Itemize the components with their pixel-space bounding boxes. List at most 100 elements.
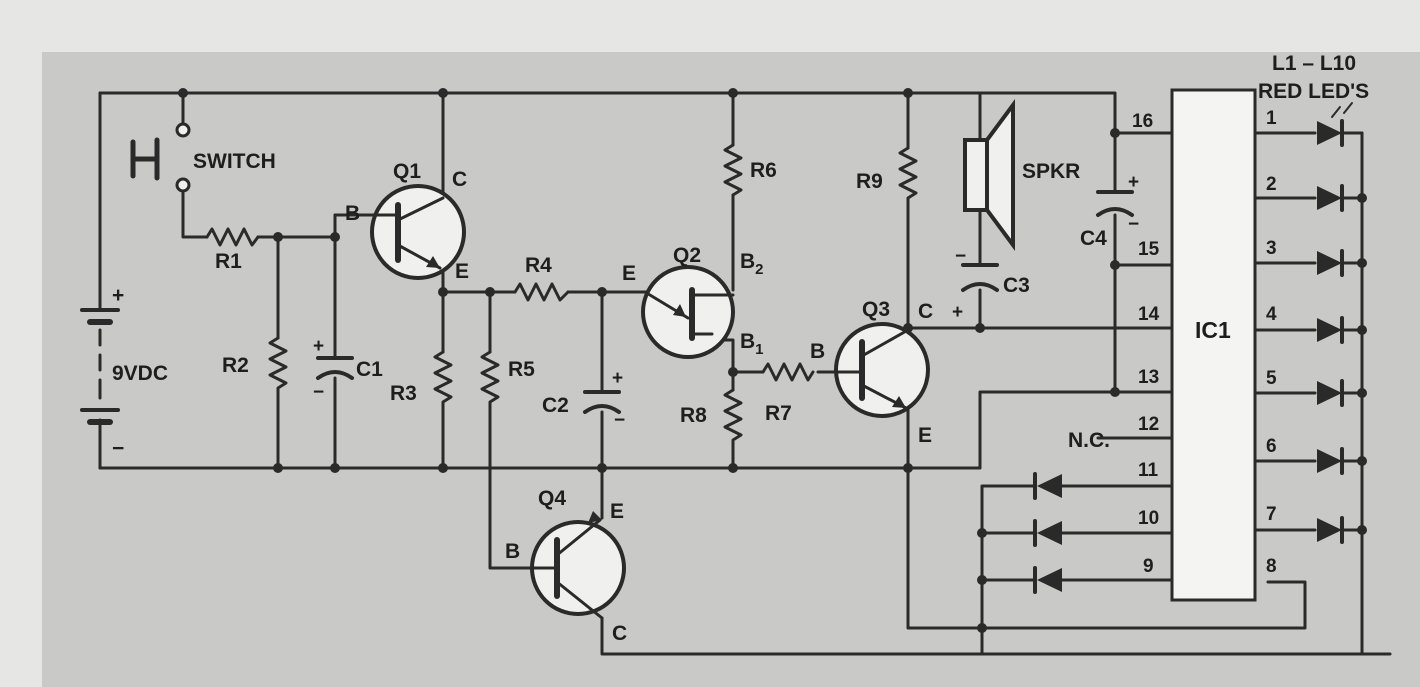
ic1-pin-16: 16 (1132, 111, 1153, 132)
spkr-label: SPKR (1022, 160, 1080, 183)
c2-plus: + (612, 368, 623, 389)
ic1-pin-10: 10 (1138, 508, 1159, 529)
q2-pin-b2: B2 (740, 250, 764, 278)
resistor-r2 (268, 336, 288, 400)
capacitor-c4 (1096, 190, 1134, 217)
push-switch (130, 122, 191, 193)
speaker-icon (963, 98, 1015, 252)
resistor-r9 (898, 146, 918, 205)
transistor-q4 (528, 511, 626, 620)
transistor-q2 (641, 265, 735, 359)
battery (80, 308, 120, 425)
c2-minus: − (614, 410, 625, 431)
ic1-pin-13: 13 (1138, 367, 1159, 388)
leds-title-line1: L1 – L10 (1272, 52, 1356, 75)
c1-plus: + (313, 336, 324, 357)
q4-pin-b: B (505, 540, 520, 563)
q3-pin-b: B (810, 340, 825, 363)
c2-label: C2 (542, 394, 569, 417)
ic1-pin-12: 12 (1138, 414, 1159, 435)
r4-label: R4 (525, 254, 552, 277)
q2-b1-letter: B (740, 330, 755, 353)
q2-label: Q2 (673, 244, 701, 267)
ic1-label: IC1 (1195, 317, 1231, 343)
c3-label: C3 (1003, 274, 1030, 297)
diode-d1 (1033, 472, 1062, 500)
resistor-r1 (205, 227, 260, 247)
q4-pin-e: E (610, 500, 624, 523)
r7-label: R7 (765, 402, 792, 425)
ic1-chip (1170, 88, 1257, 602)
ic1-pin-9: 9 (1143, 556, 1154, 577)
r5-label: R5 (508, 358, 535, 381)
r3-label: R3 (390, 382, 417, 405)
resistor-r8 (723, 388, 743, 447)
ic1-pin-5: 5 (1266, 368, 1277, 389)
nc-label: N.C. (1068, 429, 1110, 452)
led-array (1317, 102, 1353, 544)
ic1-pin-8: 8 (1266, 556, 1277, 577)
resistor-r6 (723, 143, 743, 197)
wires (98, 91, 1392, 656)
diode-d3 (1033, 566, 1062, 594)
q3-pin-c: C (918, 300, 933, 323)
q1-label: Q1 (393, 160, 421, 183)
q2-b2-letter: B (740, 250, 755, 273)
junctions (178, 88, 1367, 633)
q3-pin-e: E (918, 424, 932, 447)
resistor-r7 (761, 362, 815, 382)
c4-minus: − (1128, 214, 1139, 235)
led-l7 (1317, 516, 1344, 544)
ic1-pin-4: 4 (1266, 304, 1277, 325)
led-l2 (1317, 184, 1344, 212)
transistor-q1 (333, 184, 466, 280)
q4-collector-wire (600, 616, 1392, 656)
q2-pin-b1: B1 (740, 330, 764, 358)
ic1-pin-1: 1 (1266, 108, 1277, 129)
ic1-pin-11: 11 (1138, 460, 1159, 481)
q1-pin-b: B (345, 202, 360, 225)
bottom-rail (98, 390, 1174, 470)
ic1-pin-15: 15 (1138, 239, 1160, 260)
r8-label: R8 (680, 404, 707, 427)
diode-network-wire (980, 484, 1174, 656)
resistor-r3 (433, 350, 453, 414)
r1-label: R1 (215, 250, 242, 273)
ic1-pin-3: 3 (1266, 238, 1277, 259)
q1-pin-e: E (455, 260, 469, 283)
led-l4 (1317, 316, 1344, 344)
capacitor-c2 (583, 390, 621, 414)
c1-label: C1 (356, 358, 383, 381)
q2-pin-e: E (622, 262, 636, 285)
q4-label: Q4 (538, 487, 566, 510)
ic1-pin-14: 14 (1138, 304, 1160, 325)
c4-wire (1113, 131, 1174, 394)
c3-minus: − (955, 246, 966, 267)
q3-emitter-wire (906, 408, 1307, 630)
c3-plus: + (952, 302, 963, 323)
transistor-q3 (833, 322, 930, 418)
ic1-pin-2: 2 (1266, 174, 1277, 195)
diode-d2 (1033, 519, 1062, 547)
capacitor-c1 (316, 356, 354, 380)
r6-label: R6 (750, 159, 777, 182)
ic1-pins-right: 1 2 3 4 5 6 7 8 (1266, 108, 1277, 577)
q3-label: Q3 (862, 298, 890, 321)
led-pin-wires (1253, 131, 1364, 532)
c4-label: C4 (1080, 227, 1107, 250)
r9-label: R9 (856, 170, 883, 193)
led-l3 (1317, 249, 1344, 277)
c1-minus: − (313, 382, 324, 403)
q2-b2-sub: 2 (755, 261, 763, 278)
q1-pin-c: C (452, 168, 467, 191)
battery-minus: − (112, 437, 124, 460)
ic1-pin-7: 7 (1266, 504, 1277, 525)
switch-label: SWITCH (193, 150, 276, 173)
leds-title-line2: RED LED'S (1258, 80, 1369, 103)
c4-plus: + (1128, 172, 1139, 193)
q2-b1-sub: 1 (755, 341, 763, 358)
resistor-r4 (513, 282, 570, 302)
resistor-r5 (480, 350, 500, 414)
capacitor-c3 (961, 263, 999, 292)
